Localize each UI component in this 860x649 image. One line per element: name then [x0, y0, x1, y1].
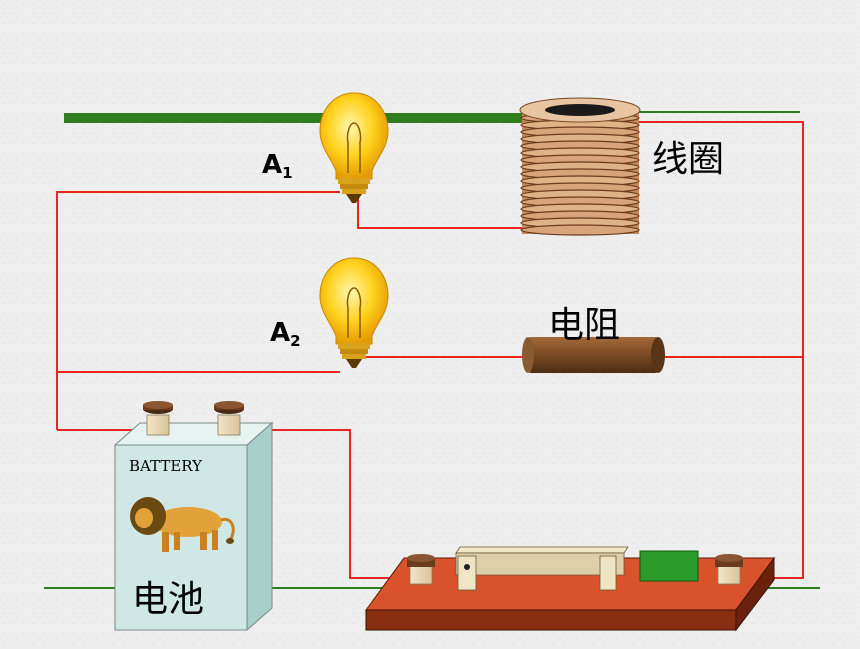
battery-terminal-right	[214, 401, 244, 436]
switch-terminal-left	[407, 554, 435, 585]
resistor	[522, 337, 665, 373]
bulb-a1-label: A1	[262, 150, 293, 182]
bulb-a2	[319, 257, 389, 368]
switch	[365, 546, 775, 632]
coil-label: 线圈	[652, 139, 725, 180]
battery-brand-label: BATTERY	[129, 457, 203, 475]
battery-label: 电池	[132, 579, 205, 620]
lion-icon	[130, 497, 235, 552]
coil	[519, 97, 641, 236]
coil-turn	[520, 224, 640, 236]
wire-bulb1-coil	[357, 195, 530, 229]
battery-terminal-left	[143, 401, 173, 436]
battery	[113, 401, 274, 632]
wire-battery-switch	[228, 429, 420, 579]
bulb-a2-label: A2	[270, 318, 301, 350]
switch-terminal-right	[715, 554, 743, 585]
resistor-label: 电阻	[548, 305, 621, 346]
wire-left-bus	[56, 191, 340, 430]
top-green-bar	[64, 113, 534, 123]
bulb-a1	[319, 92, 389, 203]
